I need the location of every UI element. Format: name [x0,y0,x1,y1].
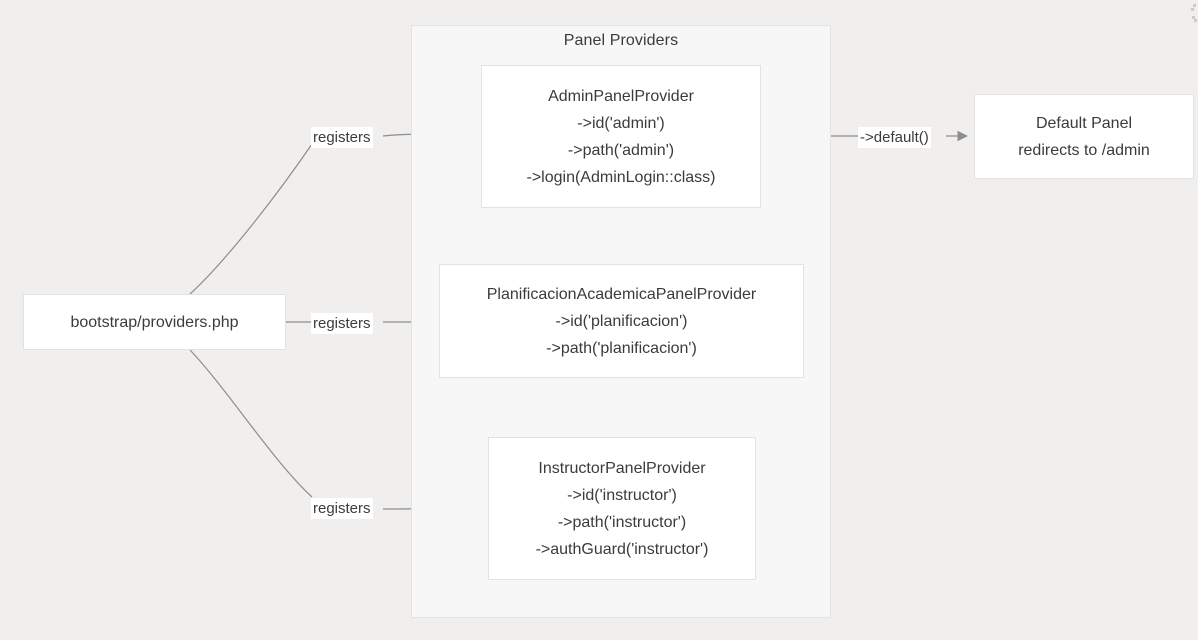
node-line: ->authGuard('instructor') [535,540,709,558]
node-line: ->path('admin') [567,141,675,159]
node-line: bootstrap/providers.php [70,313,239,331]
node-default-panel[interactable]: Default Panel redirects to /admin [974,94,1194,179]
node-line: ->id('admin') [577,114,665,132]
node-instructor-panel-provider[interactable]: InstructorPanelProvider ->id('instructor… [488,437,756,580]
corner-artifact-icon [1191,4,1197,22]
cluster-title: Panel Providers [563,32,679,49]
node-planificacion-academica-panel-provider[interactable]: PlanificacionAcademicaPanelProvider ->id… [439,264,804,378]
node-line: redirects to /admin [1018,141,1150,159]
node-line: AdminPanelProvider [548,87,694,105]
node-line: InstructorPanelProvider [538,459,706,477]
node-bootstrap-providers-php[interactable]: bootstrap/providers.php [23,294,286,350]
node-line: ->id('instructor') [567,486,677,504]
node-line: ->login(AdminLogin::class) [526,168,716,186]
node-line: PlanificacionAcademicaPanelProvider [486,285,757,303]
edge-label-default: ->default() [858,127,931,148]
edge-bootstrap-to-admin-curve [189,143,313,295]
edge-label-registers-admin: registers [311,127,373,148]
node-admin-panel-provider[interactable]: AdminPanelProvider ->id('admin') ->path(… [481,65,761,208]
node-line: Default Panel [1035,114,1133,132]
edge-bootstrap-to-instr-curve [189,349,313,498]
node-line: ->id('planificacion') [555,312,688,330]
edge-label-registers-instructor: registers [311,498,373,519]
edge-label-registers-planificacion: registers [311,313,373,334]
node-line: ->path('planificacion') [546,339,697,357]
node-line: ->path('instructor') [557,513,687,531]
